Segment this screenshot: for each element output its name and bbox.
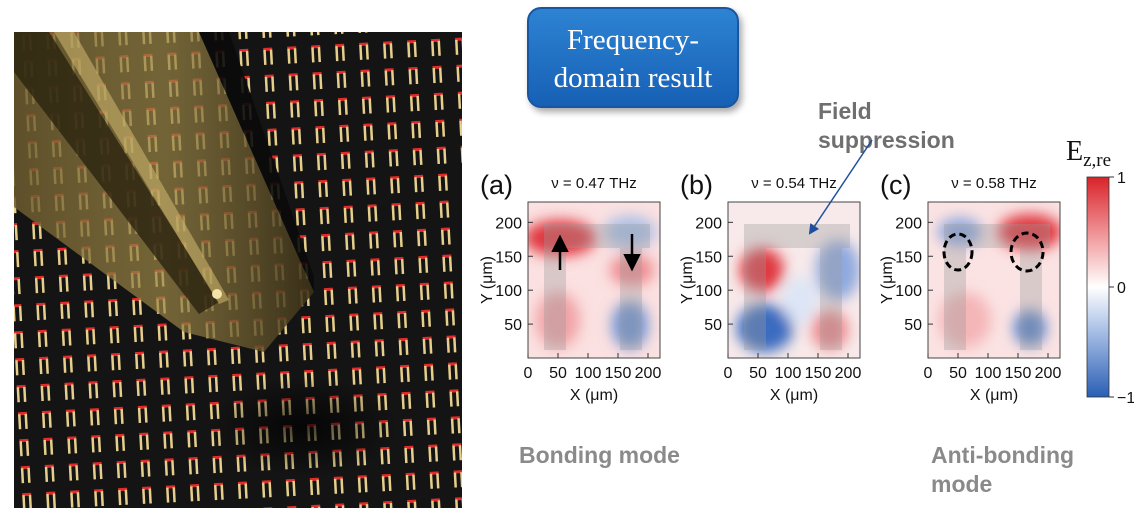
panel-frequency: ν = 0.47 THz <box>551 175 636 192</box>
y-axis-label: Y (μm) <box>479 256 496 304</box>
x-tick-label: 100 <box>975 365 1002 382</box>
x-tick-label: 50 <box>749 365 767 382</box>
title-line-2: domain result <box>553 62 713 94</box>
x-axis-label: X (μm) <box>570 387 618 404</box>
x-tick-label: 150 <box>805 365 832 382</box>
y-tick-label: 200 <box>895 215 922 232</box>
panel-c <box>927 201 1061 359</box>
panel-b <box>727 201 861 359</box>
panel-frequency: ν = 0.54 THz <box>751 175 836 192</box>
y-tick-label: 50 <box>904 317 922 334</box>
panel-frequency: ν = 0.58 THz <box>951 175 1036 192</box>
bonding-mode-label: Bonding mode <box>519 442 680 468</box>
x-tick-label: 150 <box>1005 365 1032 382</box>
panel-label: (a) <box>480 170 513 200</box>
x-tick-label: 150 <box>605 365 632 382</box>
y-tick-label: 100 <box>695 283 722 300</box>
colorbar-tick-label: 0 <box>1117 280 1126 297</box>
y-tick-label: 50 <box>704 317 722 334</box>
y-axis-label: Y (μm) <box>679 256 696 304</box>
x-tick-label: 50 <box>949 365 967 382</box>
field-suppression-arrow <box>808 139 873 235</box>
panel-label: (c) <box>880 170 911 200</box>
panel-label: (b) <box>680 170 713 200</box>
title-line-1: Frequency- <box>566 24 700 56</box>
field-suppression-label: Field suppression <box>818 98 955 153</box>
frequency-domain-result-box: Frequency- domain result <box>527 7 739 108</box>
y-tick-label: 100 <box>495 283 522 300</box>
y-tick-label: 150 <box>695 249 722 266</box>
panel-a <box>527 201 661 359</box>
y-tick-label: 100 <box>895 283 922 300</box>
x-tick-label: 100 <box>575 365 602 382</box>
x-tick-label: 0 <box>524 365 533 382</box>
x-tick-label: 200 <box>835 365 862 382</box>
anti-bonding-mode-label: Anti-bonding mode <box>931 442 1075 497</box>
x-tick-label: 0 <box>724 365 733 382</box>
y-tick-label: 200 <box>495 215 522 232</box>
colorbar-label: Ez,re <box>1066 136 1111 171</box>
y-tick-label: 150 <box>895 249 922 266</box>
y-tick-label: 150 <box>495 249 522 266</box>
dashed-circle-right <box>1009 231 1045 273</box>
colorbar-tick-label: 1 <box>1117 170 1126 187</box>
probe-array-photo <box>14 32 462 508</box>
dashed-circle-left <box>942 232 974 272</box>
x-tick-label: 0 <box>924 365 933 382</box>
y-tick-label: 200 <box>695 215 722 232</box>
x-tick-label: 50 <box>549 365 567 382</box>
colorbar-tick-label: −1 <box>1117 390 1134 407</box>
y-tick-label: 50 <box>504 317 522 334</box>
x-tick-label: 100 <box>775 365 802 382</box>
x-tick-label: 200 <box>1035 365 1062 382</box>
x-tick-label: 200 <box>635 365 662 382</box>
x-axis-label: X (μm) <box>970 387 1018 404</box>
y-axis-label: Y (μm) <box>879 256 896 304</box>
x-axis-label: X (μm) <box>770 387 818 404</box>
colorbar: Ez,re <box>1066 136 1111 398</box>
